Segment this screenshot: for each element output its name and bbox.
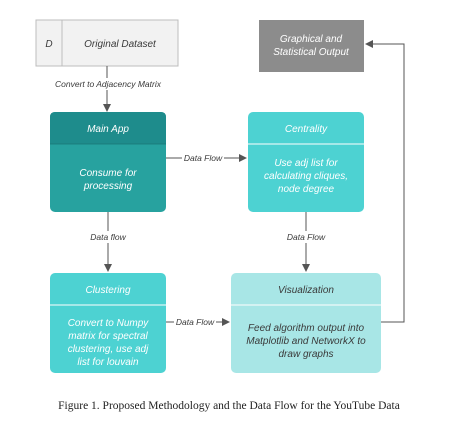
edge-label-centrality-visualization: Data Flow [287, 232, 326, 242]
edge-label-main-clustering: Data flow [90, 232, 126, 242]
visualization-box: Visualization Feed algorithm output into… [231, 273, 381, 373]
main-app-box: Main App Consume for processing [50, 112, 166, 212]
edge-label-main-centrality: Data Flow [184, 153, 223, 163]
edge-label-clustering-visualization: Data Flow [176, 317, 215, 327]
visualization-body-line3: draw graphs [278, 349, 333, 360]
visualization-body-line2: Matplotlib and NetworkX to [246, 336, 366, 347]
centrality-body-line2: calculating cliques, [264, 171, 348, 182]
dataset-letter: D [45, 39, 52, 50]
centrality-title: Centrality [285, 124, 328, 135]
original-dataset-box: D Original Dataset [35, 19, 179, 67]
edge-labels: Convert to Adjacency Matrix Data Flow Da… [55, 78, 326, 328]
main-app-title: Main App [87, 124, 129, 135]
clustering-body-line2: matrix for spectral [68, 331, 148, 342]
clustering-box: Clustering Convert to Numpy matrix for s… [50, 273, 166, 373]
main-app-body-line1: Consume for [79, 168, 137, 179]
visualization-body-line1: Feed algorithm output into [248, 323, 365, 334]
output-line1: Graphical and [280, 34, 343, 45]
clustering-title: Clustering [85, 285, 130, 296]
edge-label-convert: Convert to Adjacency Matrix [55, 79, 162, 89]
output-line2: Statistical Output [273, 47, 350, 58]
visualization-title: Visualization [278, 285, 334, 296]
centrality-box: Centrality Use adj list for calculating … [248, 112, 364, 212]
arrow-visualization-to-output [365, 40, 405, 323]
centrality-body-line1: Use adj list for [274, 158, 338, 169]
output-box: Graphical and Statistical Output [259, 20, 364, 72]
clustering-body-line3: clustering, use adj [68, 344, 149, 355]
clustering-body-line4: list for louvain [77, 357, 139, 368]
dataset-label: Original Dataset [84, 39, 157, 50]
clustering-body-line1: Convert to Numpy [68, 318, 150, 329]
centrality-body-line3: node degree [278, 184, 335, 195]
figure-caption: Figure 1. Proposed Methodology and the D… [58, 400, 400, 412]
main-app-body-line2: processing [83, 181, 133, 192]
